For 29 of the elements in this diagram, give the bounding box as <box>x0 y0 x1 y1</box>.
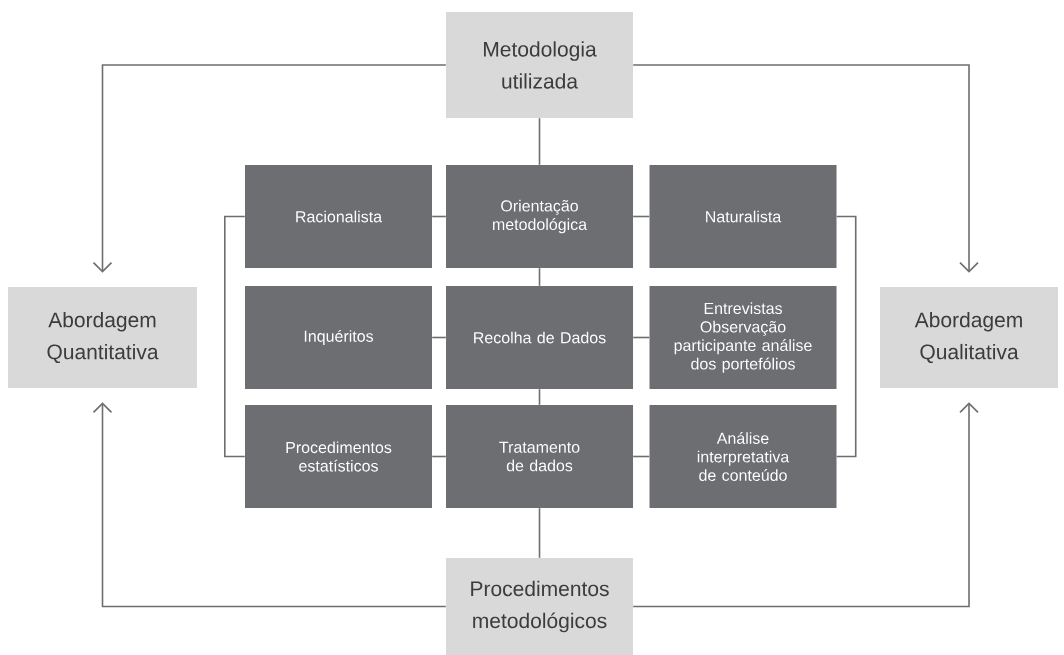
process-box: Inquéritos <box>245 286 432 389</box>
connector-line <box>632 215 651 218</box>
process-box: Racionalista <box>245 165 432 268</box>
connector-line <box>431 215 447 218</box>
process-box: Entrevistas Observação participante análise dos portefólios <box>649 286 837 389</box>
arrow <box>632 402 979 608</box>
process-box: Procedimentos estatísticos <box>245 405 432 508</box>
arrow <box>92 64 447 273</box>
heading-box: Metodologia utilizada <box>446 12 633 118</box>
arrow <box>632 64 979 273</box>
connector-line <box>538 117 541 166</box>
connector-line <box>632 336 651 339</box>
connector-line <box>224 215 246 458</box>
heading-box: Procedimentos metodológicos <box>446 558 633 655</box>
process-box: Recolha de Dados <box>446 286 633 389</box>
connector-line <box>431 336 447 339</box>
connector-line <box>538 267 541 287</box>
connector-line <box>632 455 651 458</box>
connector-line <box>835 215 857 458</box>
process-box: Análise interpretativa de conteúdo <box>649 405 837 508</box>
process-box: Orientação metodológica <box>446 165 633 268</box>
heading-box: Abordagem Qualitativa <box>880 287 1058 388</box>
process-box: Tratamento de dados <box>446 405 633 508</box>
arrow <box>92 402 447 608</box>
connector-line <box>538 388 541 406</box>
connector-line <box>538 507 541 559</box>
heading-box: Abordagem Quantitativa <box>8 287 197 388</box>
process-box: Naturalista <box>649 165 837 268</box>
connector-line <box>431 455 447 458</box>
